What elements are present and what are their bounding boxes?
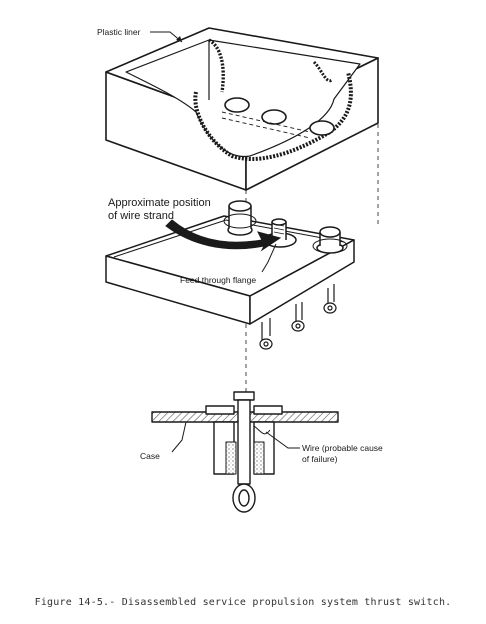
plastic-liner-label: Plastic liner [97,27,141,37]
plastic-liner-housing [105,27,379,191]
case-label: Case [140,451,160,461]
plastic-liner-leader [150,31,183,43]
approx-position-label-line1: Approximate position [108,197,211,209]
figure-caption: Figure 14-5.- Disassembled service propu… [34,597,452,608]
feed-through-flange-label: Feed through flange [180,275,256,285]
alignment-lines [245,124,379,402]
switch-base-plate [105,200,355,350]
feed-through-flange-leader [261,243,277,273]
cross-section-view [151,391,339,513]
case-leader [171,421,187,453]
wire-label-line1: Wire (probable cause [302,443,383,453]
wire-leader [265,431,300,449]
wire-label-line2: of failure) [302,454,338,464]
approx-position-label-line2: of wire strand [108,210,174,222]
wire-strand-arrow [165,219,282,252]
